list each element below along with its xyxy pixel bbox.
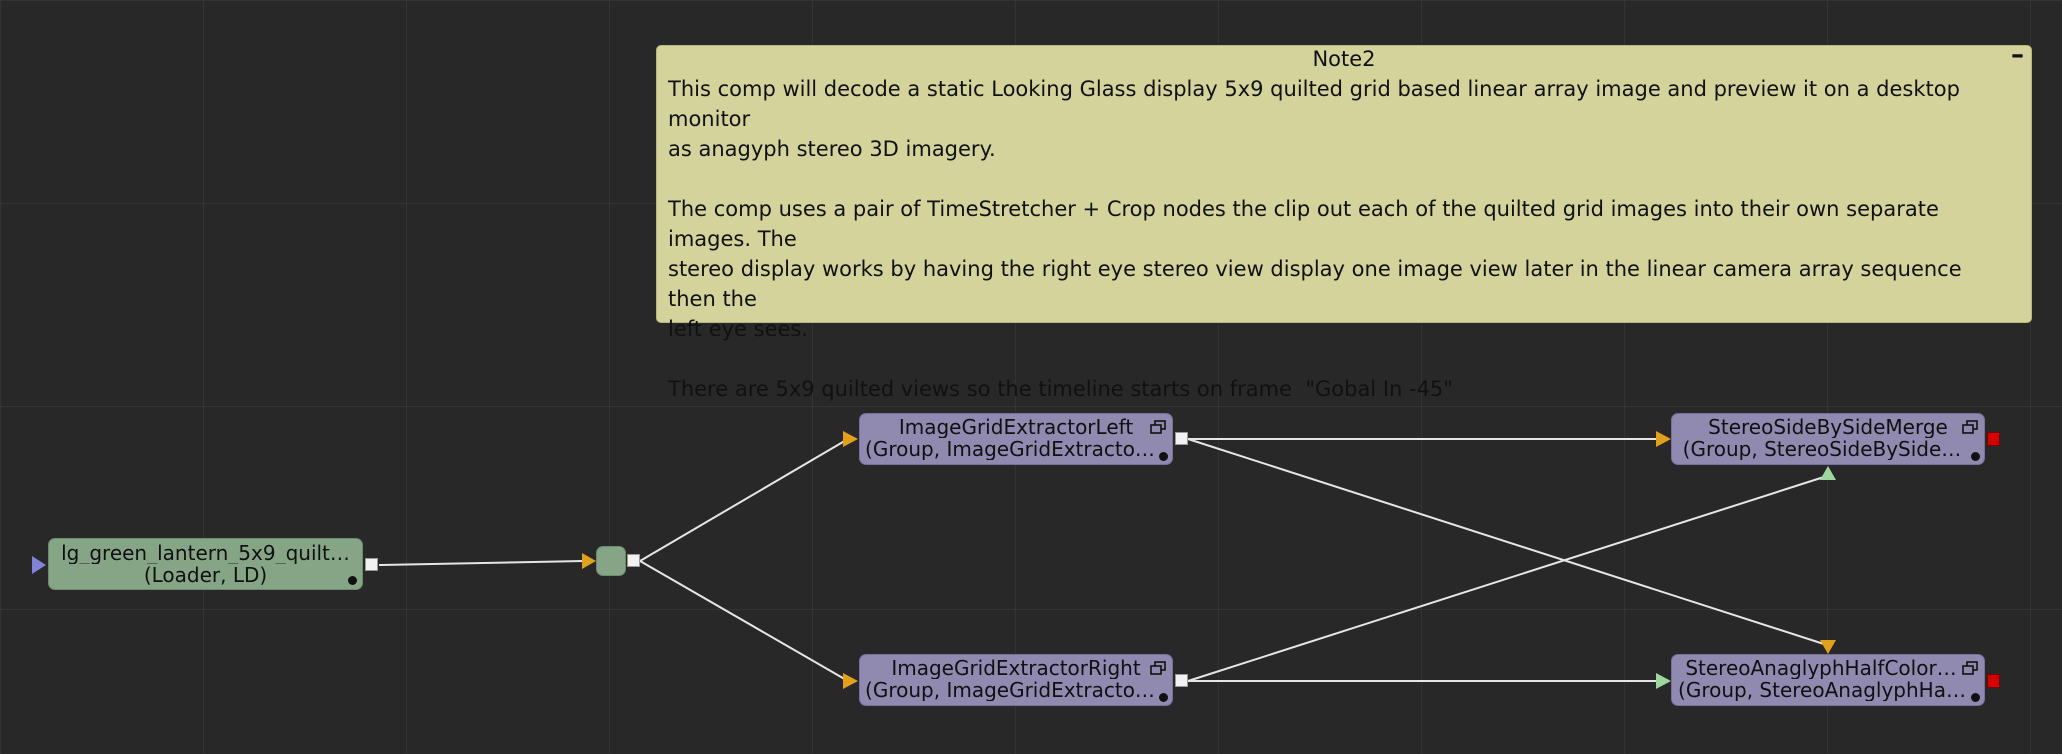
wire-router-to-left[interactable]: [639, 438, 849, 562]
node-subtitle: (Group, ImageGridExtracto…: [865, 679, 1155, 701]
anaglyph-output-port-icon[interactable]: [1987, 674, 2000, 688]
node-subtitle: (Group, ImageGridExtracto…: [865, 438, 1155, 460]
right-output-port-icon[interactable]: [1175, 674, 1188, 687]
image-grid-extractor-right-node[interactable]: ImageGridExtractorRight (Group, ImageGri…: [859, 654, 1173, 706]
node-dot: [1159, 693, 1168, 702]
stereo-anaglyph-half-color-node[interactable]: StereoAnaglyphHalfColor… (Group, StereoA…: [1671, 654, 1985, 706]
node-title: ImageGridExtractorRight: [891, 657, 1141, 679]
node-dot: [1971, 693, 1980, 702]
anaglyph-input-arrow-icon[interactable]: [1820, 640, 1836, 654]
wire-right-to-merge[interactable]: [1187, 475, 1828, 682]
node-title: StereoAnaglyphHalfColor…: [1685, 657, 1957, 679]
loader-input-arrow-icon[interactable]: [32, 556, 46, 574]
note-body: This comp will decode a static Looking G…: [668, 77, 1962, 401]
pipe-router-node[interactable]: [596, 546, 626, 576]
wire-router-to-right[interactable]: [639, 560, 849, 682]
node-dot: [348, 576, 357, 585]
sticky-note[interactable]: Note2 – This comp will decode a static L…: [656, 40, 2032, 401]
left-output-port-icon[interactable]: [1175, 432, 1188, 445]
node-dot: [1971, 452, 1980, 461]
wire-loader-to-router[interactable]: [378, 560, 584, 566]
node-title: StereoSideBySideMerge: [1708, 416, 1948, 438]
loader-output-port-icon[interactable]: [365, 558, 378, 571]
node-dot: [1159, 452, 1168, 461]
anaglyph-input2-arrow-icon[interactable]: [1656, 673, 1671, 689]
group-expand-icon[interactable]: [1962, 420, 1978, 434]
node-subtitle: (Loader, LD): [143, 564, 268, 586]
node-title: ImageGridExtractorLeft: [898, 416, 1134, 438]
node-subtitle: (Group, StereoSideBySide…: [1682, 438, 1962, 460]
merge-input-arrow-icon[interactable]: [1656, 431, 1671, 447]
node-subtitle: (Group, StereoAnaglyphHa…: [1678, 679, 1966, 701]
loader-node[interactable]: lg_green_lantern_5x9_quilt… (Loader, LD): [48, 538, 363, 590]
group-expand-icon[interactable]: [1962, 661, 1978, 675]
merge-input2-arrow-icon[interactable]: [1820, 466, 1836, 480]
router-output-port-icon[interactable]: [627, 554, 640, 567]
right-input-arrow-icon[interactable]: [843, 673, 858, 689]
note-minimize-button[interactable]: –: [2011, 40, 2024, 70]
group-expand-icon[interactable]: [1150, 420, 1166, 434]
group-expand-icon[interactable]: [1150, 661, 1166, 675]
stereo-side-by-side-merge-node[interactable]: StereoSideBySideMerge (Group, StereoSide…: [1671, 413, 1985, 465]
merge-output-port-icon[interactable]: [1987, 432, 2000, 446]
node-title: lg_green_lantern_5x9_quilt…: [61, 542, 350, 564]
left-input-arrow-icon[interactable]: [843, 431, 858, 447]
note-title: Note2: [1312, 47, 1376, 71]
image-grid-extractor-left-node[interactable]: ImageGridExtractorLeft (Group, ImageGrid…: [859, 413, 1173, 465]
wire-left-to-anaglyph[interactable]: [1187, 438, 1828, 646]
router-input-arrow-icon[interactable]: [582, 553, 596, 569]
